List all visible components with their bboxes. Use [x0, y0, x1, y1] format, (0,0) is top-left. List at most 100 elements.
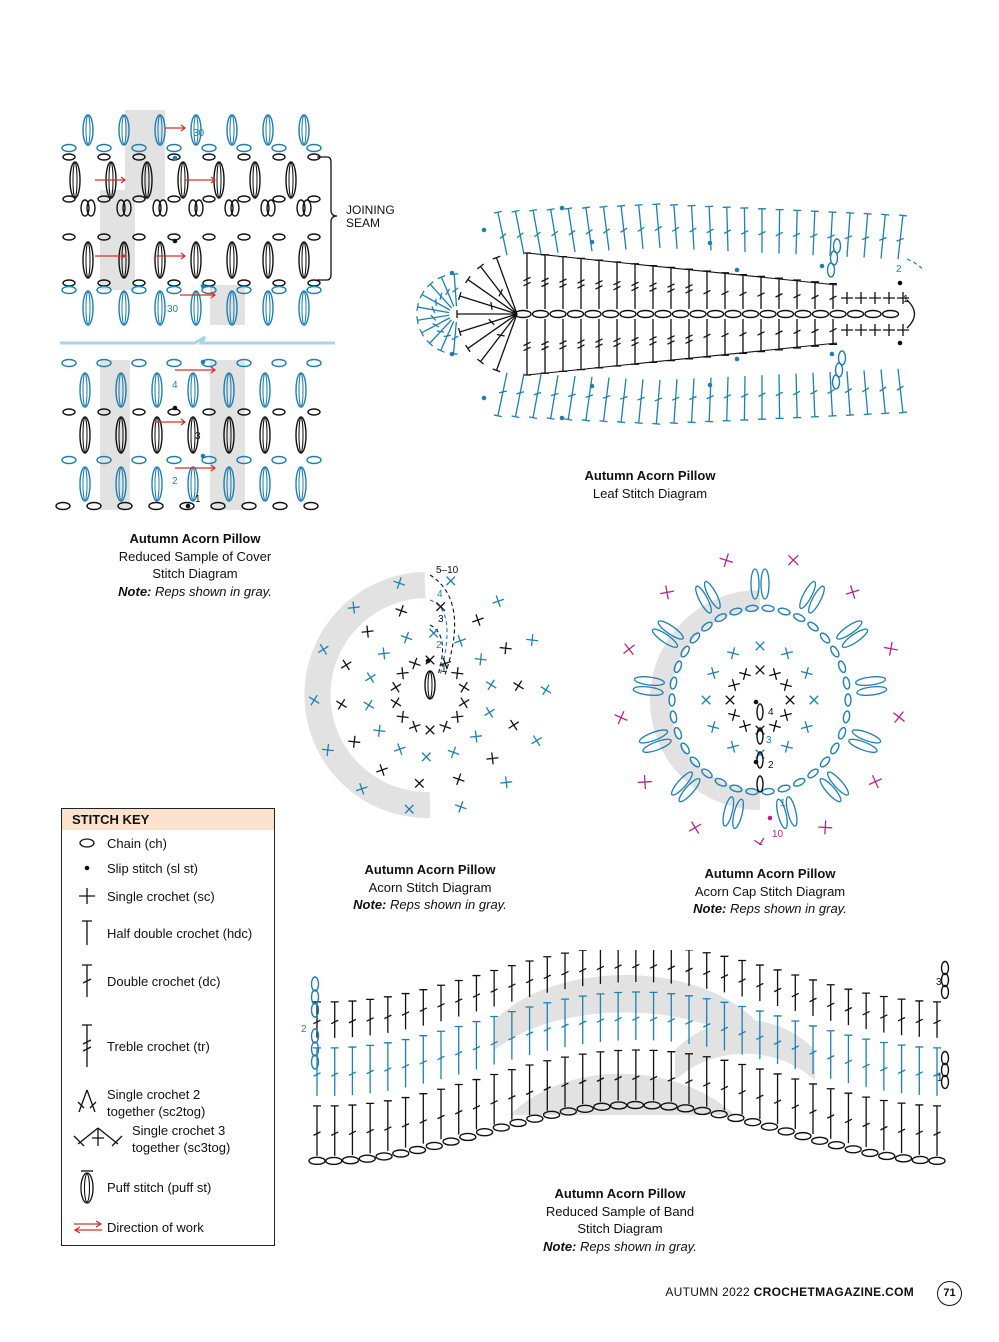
- chain-stitch: [673, 726, 683, 740]
- double-crochet: [703, 319, 711, 358]
- band-caption-title: Autumn Acorn Pillow: [554, 1186, 686, 1201]
- slip-stitch: [481, 395, 487, 401]
- slip-stitch: [559, 415, 565, 421]
- single-crochet: [869, 292, 881, 304]
- single-crochet: [868, 774, 882, 789]
- chain-stitch: [619, 309, 637, 319]
- leaf-fan: [436, 321, 455, 353]
- chain-stitch: [531, 309, 550, 319]
- single-crochet: [637, 774, 652, 790]
- puff-stitch: [115, 466, 127, 502]
- band-caption: Autumn Acorn Pillow Reduced Sample of Ba…: [510, 1185, 730, 1255]
- puff-stitch-inner: [82, 373, 88, 407]
- chain-stitch: [745, 604, 759, 613]
- chain-stitch: [271, 358, 287, 368]
- seam-brace: [317, 156, 338, 281]
- double-crochet: [578, 950, 587, 987]
- leaf-caption: Autumn Acorn Pillow Leaf Stitch Diagram: [540, 467, 760, 502]
- chain-stitch: [272, 195, 286, 203]
- acorn-dashed: [429, 574, 456, 676]
- treble-crochet: [577, 319, 585, 371]
- acorn-cap-stitch-diagram: 4 3 2 1 10: [614, 553, 905, 845]
- half-double-crochet: [456, 310, 517, 318]
- chain-stitch: [158, 199, 168, 217]
- gray-rep: [100, 360, 130, 510]
- chain-stitch: [928, 1156, 946, 1166]
- single-crochet: [340, 659, 352, 671]
- double-crochet: [827, 211, 837, 257]
- puff-stitch-inner: [82, 417, 88, 453]
- chain-stitch: [202, 408, 216, 416]
- footer-site: CROCHETMAGAZINE.COM: [753, 1285, 914, 1299]
- puff-stitch-inner: [85, 115, 91, 145]
- chain-stitch: [842, 710, 851, 724]
- slip-stitch: [200, 453, 206, 459]
- direction-arrow: [155, 252, 186, 260]
- chain-stitch: [306, 285, 322, 295]
- treble-crochet: [649, 264, 657, 309]
- sc2tog-icon: [77, 1089, 97, 1113]
- slip-stitch: [819, 263, 825, 269]
- chain-stitch: [97, 153, 111, 161]
- puff-stitch: [154, 241, 166, 279]
- puff-stitch: [141, 161, 153, 199]
- single-crochet: [755, 665, 765, 675]
- chain-stitch: [55, 501, 71, 511]
- puff-stitch-inner: [193, 291, 199, 325]
- chain-stitch: [272, 501, 288, 511]
- chain-stitch: [654, 309, 672, 319]
- double-crochet: [617, 204, 628, 250]
- single-crochet: [869, 324, 881, 336]
- single-crochet: [787, 554, 799, 566]
- single-crochet: [755, 641, 765, 651]
- double-crochet: [652, 379, 663, 425]
- chain-stitch: [167, 279, 181, 287]
- chain-stitch: [714, 613, 728, 623]
- puff-stitch: [118, 290, 130, 326]
- chain-stitch: [241, 501, 257, 511]
- double-crochet: [599, 205, 611, 251]
- puff-stitch-inner: [157, 291, 163, 325]
- puff-stitch: [298, 241, 310, 279]
- double-crochet: [879, 213, 890, 259]
- cap-puff: [670, 771, 701, 803]
- single-crochet: [707, 721, 720, 733]
- puff-stitch: [295, 416, 307, 454]
- leaf-fan: [419, 290, 451, 311]
- chain-stitch: [829, 309, 847, 319]
- puff-stitch: [79, 466, 91, 502]
- double-crochet: [755, 1068, 764, 1120]
- chain-stitch: [811, 309, 830, 319]
- slip-stitch: [734, 267, 740, 273]
- double-crochet: [811, 319, 819, 347]
- chain-stitch: [302, 199, 312, 217]
- chain-stitch: [237, 233, 251, 241]
- puff-stitch-inner: [301, 115, 307, 145]
- cap-puff: [855, 676, 888, 696]
- double-crochet: [634, 203, 645, 249]
- double-crochet: [507, 1010, 516, 1060]
- chain-stitch: [97, 233, 111, 241]
- double-crochet: [809, 1083, 817, 1134]
- chain-stitch: [777, 784, 791, 793]
- acorn-dashed-2: [429, 624, 444, 676]
- slip-stitch: [707, 240, 713, 246]
- double-crochet: [564, 375, 576, 421]
- chain-stitch: [811, 1136, 829, 1145]
- single-crochet: [725, 695, 735, 705]
- acorn-stitch-diagram: 5–10 4 3 2 1: [304, 565, 552, 819]
- double-crochet: [720, 1001, 729, 1051]
- double-crochet: [722, 376, 732, 422]
- double-crochet: [722, 206, 732, 252]
- acorn-row-label-4: 4: [437, 589, 443, 600]
- double-crochet: [915, 1046, 924, 1095]
- treble-crochet: [523, 319, 531, 376]
- single-crochet: [400, 631, 413, 644]
- puff-stitch-inner: [121, 291, 127, 325]
- single-crochet: [454, 634, 467, 647]
- chain-stitch: [96, 143, 112, 153]
- half-double-crochet: [465, 313, 518, 353]
- double-crochet: [667, 1051, 676, 1102]
- chain-stitch: [131, 455, 147, 465]
- double-crochet: [507, 1068, 516, 1120]
